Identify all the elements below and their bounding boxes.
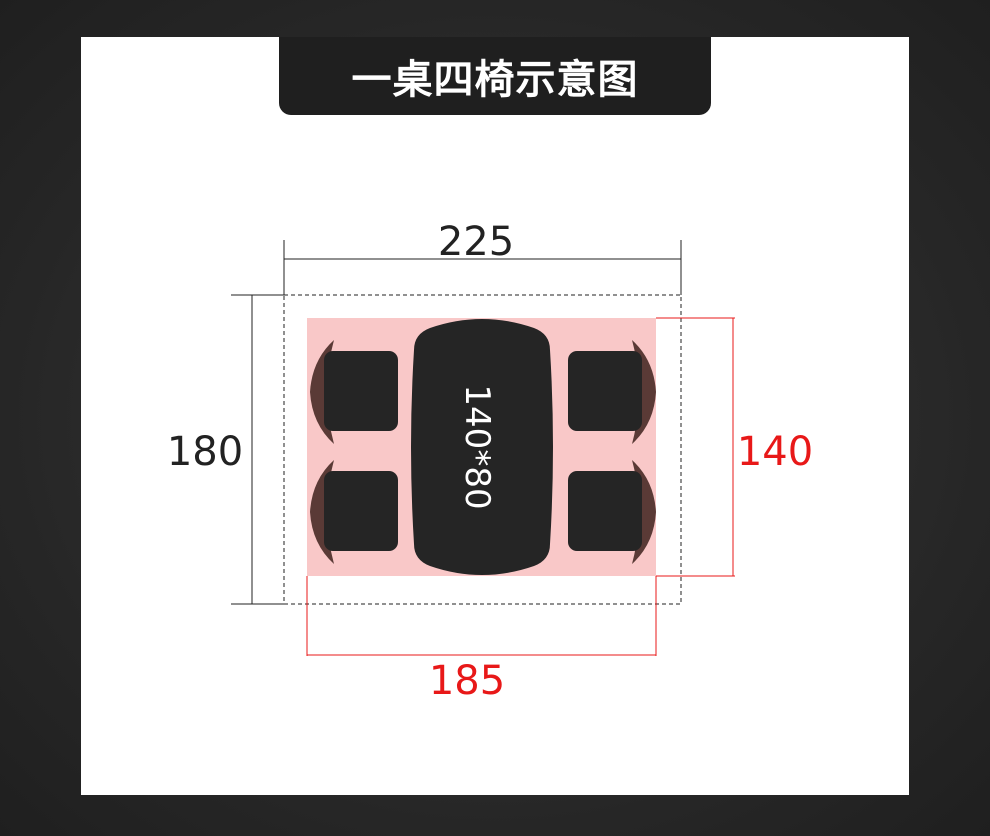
overall-area-boundary bbox=[283, 294, 682, 605]
table bbox=[411, 319, 553, 575]
page-title: 一桌四椅示意图 bbox=[279, 37, 711, 115]
overall-width-label: 225 bbox=[438, 219, 514, 265]
seating-depth-dimension bbox=[656, 317, 735, 577]
chair-bottom-left bbox=[310, 460, 398, 564]
chair-bottom-right bbox=[568, 460, 656, 564]
seating-depth-label: 140 bbox=[737, 429, 813, 475]
chair-top-right bbox=[568, 340, 656, 444]
table-size-label: 140*80 bbox=[457, 384, 497, 509]
overall-width-dimension bbox=[283, 240, 682, 295]
chair-seat bbox=[324, 351, 398, 431]
chair-seat bbox=[568, 471, 642, 551]
seating-width-dimension bbox=[306, 576, 657, 656]
overall-depth-dimension bbox=[231, 294, 284, 605]
overall-depth-label: 180 bbox=[167, 429, 243, 475]
chair-top-left bbox=[310, 340, 398, 444]
seating-width-label: 185 bbox=[429, 658, 505, 704]
chair-seat bbox=[568, 351, 642, 431]
chair-seat bbox=[324, 471, 398, 551]
